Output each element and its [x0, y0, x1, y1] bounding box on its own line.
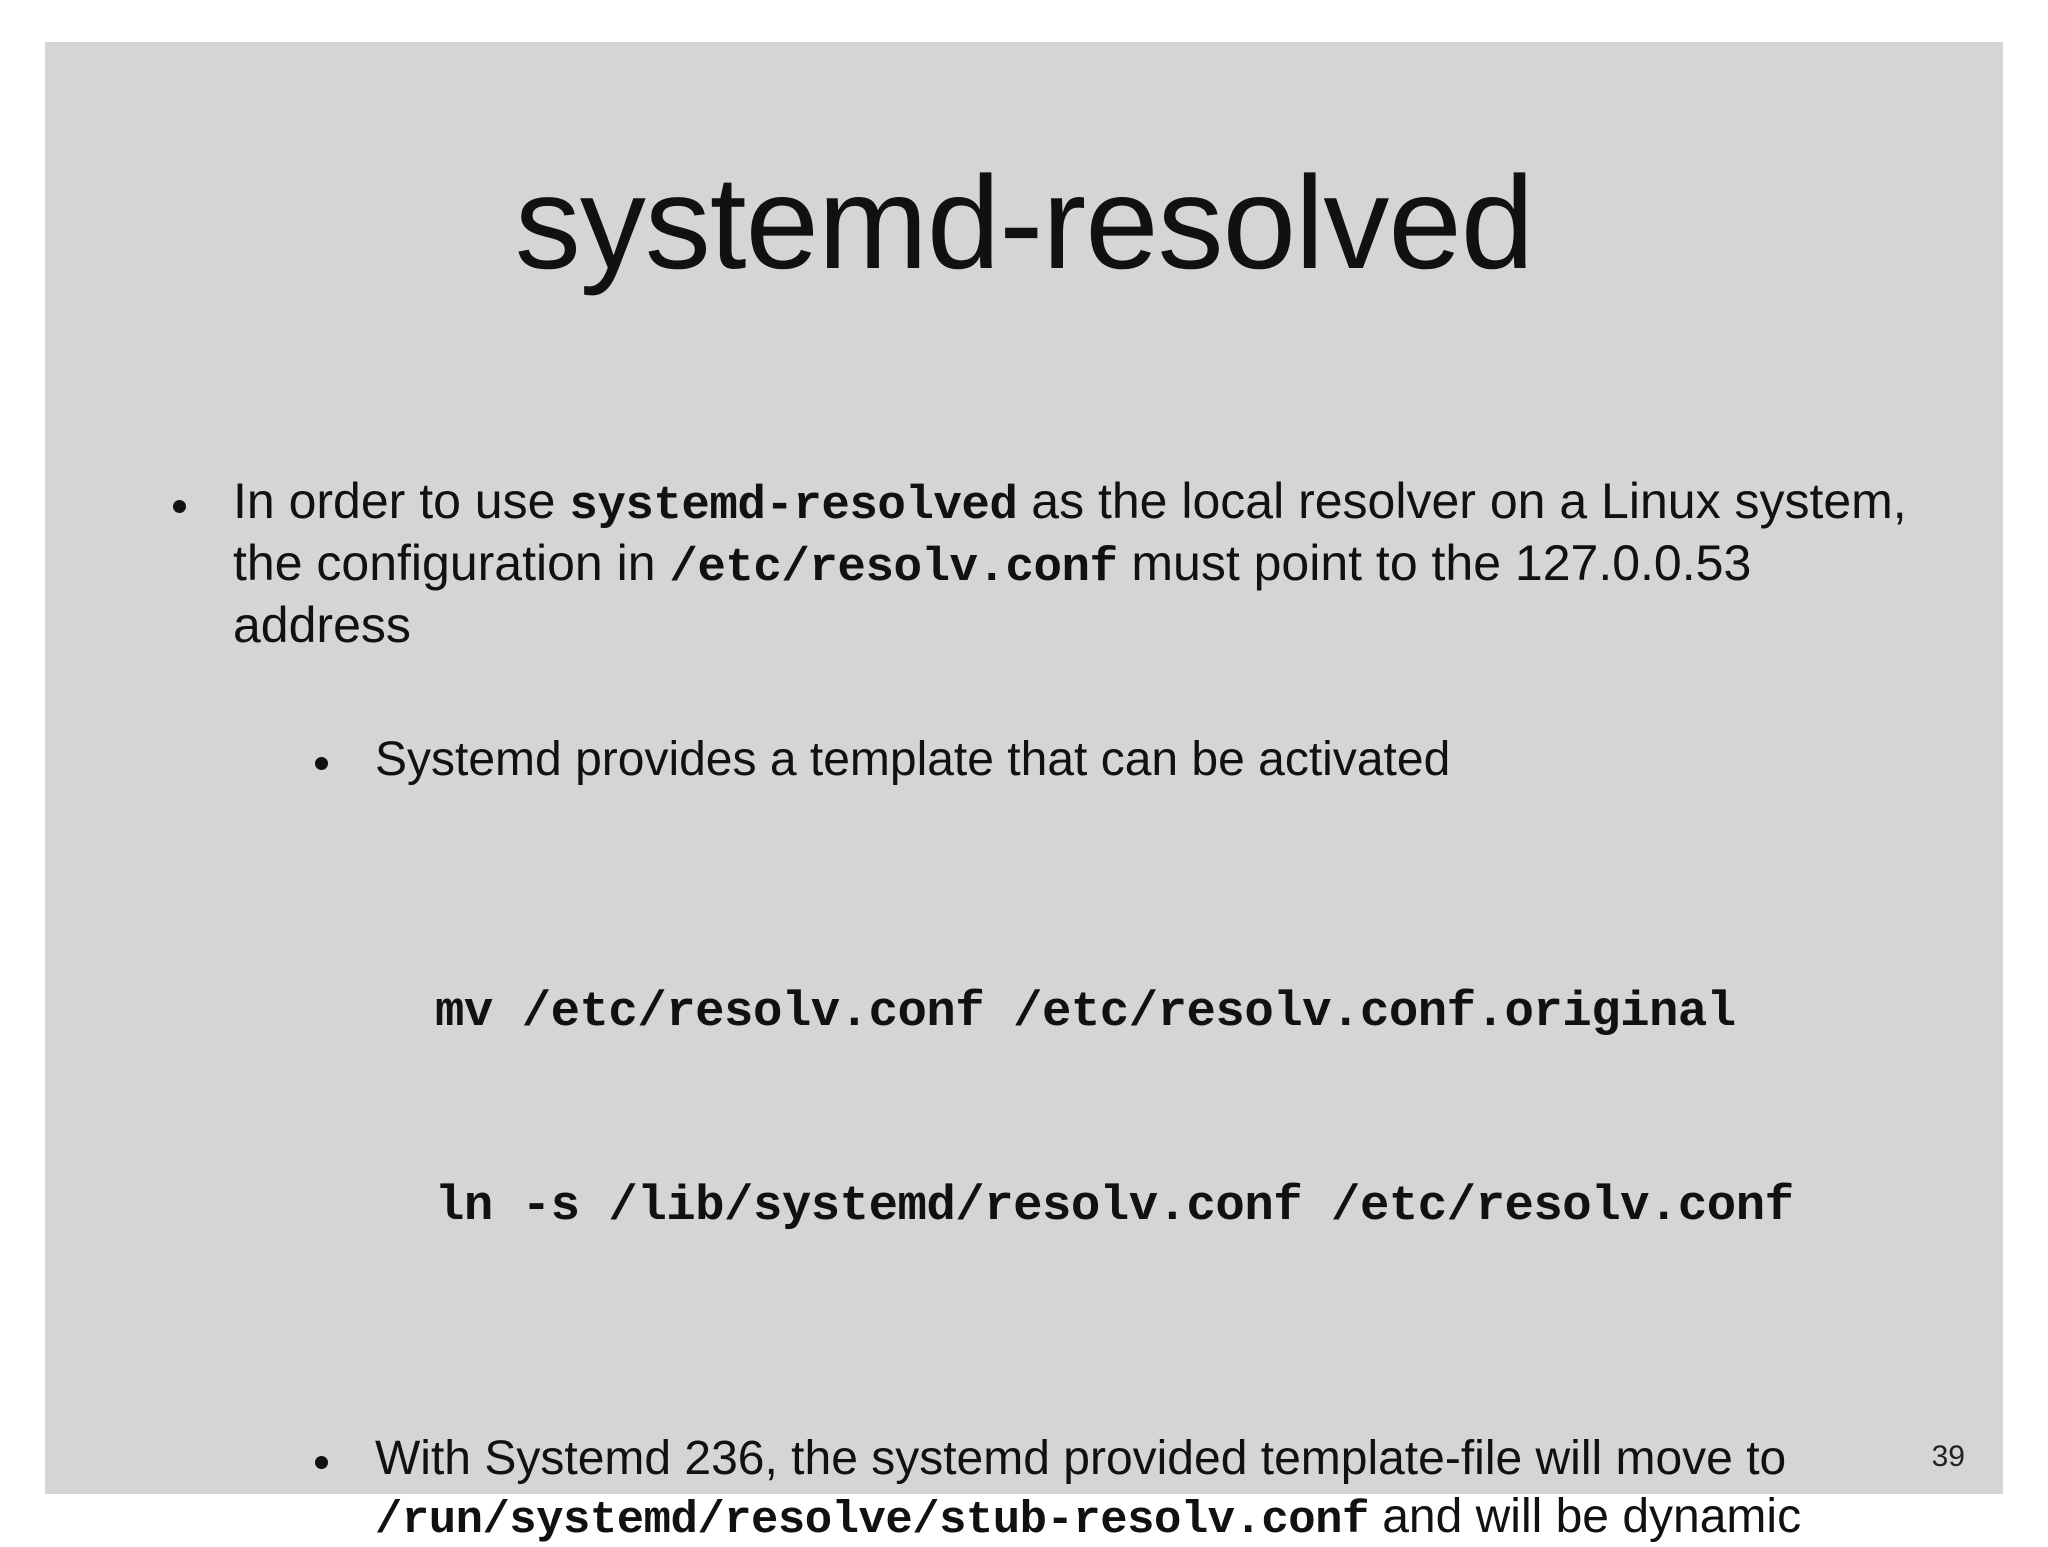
slide: systemd-resolved In order to use systemd… [45, 42, 2003, 1546]
page-title: systemd-resolved [514, 149, 1534, 296]
slide-body: In order to use systemd-resolved as the … [145, 472, 1935, 1547]
list-item: With Systemd 236, the systemd provided t… [287, 1430, 1935, 1547]
list-item: Systemd provides a template that can be … [287, 731, 1935, 789]
sub-bullet-text-part1: With Systemd 236, the systemd provided t… [375, 1432, 1787, 1486]
code-line-mv: mv /etc/resolv.conf /etc/resolv.conf.ori… [435, 984, 1736, 1041]
sub-bullet-text-part2: and will be dynamic [1368, 1489, 1802, 1543]
bullet-dot-icon [173, 500, 186, 513]
bullet-text-part3: must point to the 127.0.0.53 address [233, 535, 1752, 654]
bullet-text-part1: In order to use [233, 473, 570, 529]
inline-code-stub-resolv-conf: /run/systemd/resolve/stub-resolv.conf [375, 1493, 1369, 1546]
spacer [145, 789, 1935, 851]
code-block: mv /etc/resolv.conf /etc/resolv.conf.ori… [435, 851, 1935, 1368]
bullet-dot-icon [315, 757, 328, 771]
spacer [145, 655, 1935, 731]
spacer [145, 1368, 1935, 1430]
sub-bullet-text: Systemd provides a template that can be … [375, 733, 1451, 787]
inline-code-etc-resolv-conf: /etc/resolv.conf [669, 541, 1118, 596]
bullet-dot-icon [315, 1456, 328, 1470]
list-item: In order to use systemd-resolved as the … [145, 472, 1933, 655]
page-number: 39 [1931, 1440, 1965, 1473]
code-line-ln: ln -s /lib/systemd/resolv.conf /etc/reso… [435, 1178, 1794, 1235]
bullet-text-part2: as the local resolver on a Linux system,… [233, 473, 1907, 592]
inline-code-systemd-resolved: systemd-resolved [569, 479, 1018, 533]
